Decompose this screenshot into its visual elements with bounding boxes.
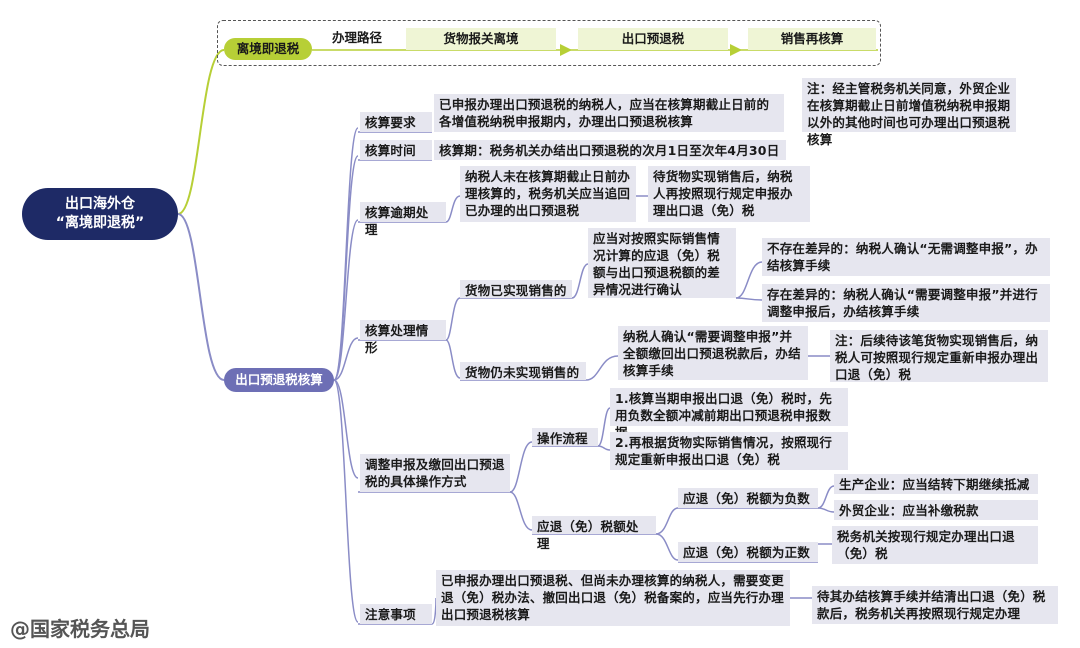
amount-label: 应退（免）税额处理 — [532, 516, 656, 551]
unsold-note: 注：后续待该笔货物实现销售后，纳税人可按照现行规定重新申报办理出口退（免）税 — [830, 330, 1048, 382]
sold-label: 货物已实现销售的 — [460, 280, 572, 298]
flow-step2: 2.再根据货物实际销售情况，按照现行规定重新申报出口退（免）税 — [610, 432, 848, 470]
root-title-line1: 出口海外仓 — [65, 196, 135, 212]
branch-departure-refund: 离境即退税 — [224, 38, 312, 60]
root-title-line2: “离境即退税” — [55, 215, 145, 231]
cases-label: 核算处理情形 — [360, 320, 446, 355]
flow-label: 操作流程 — [532, 428, 598, 446]
notes-text1: 已申报办理出口预退税、但尚未办理核算的纳税人，需要变更退（免）税办法、撤回出口退… — [436, 570, 790, 626]
root-node: 出口海外仓 “离境即退税” — [22, 188, 178, 240]
time-text: 核算期：税务机关办结出口预退税的次月1日至次年4月30日 — [434, 140, 786, 160]
req-text: 已申报办理出口预退税的纳税人，应当在核算期截止日前的各增值税纳税申报期内，办理出… — [434, 94, 784, 132]
path-label: 办理路径 — [332, 30, 383, 45]
green-branch-frame — [217, 20, 881, 66]
unsold-label: 货物仍未实现销售的 — [460, 362, 586, 380]
overdue-label: 核算逾期处理 — [360, 202, 446, 237]
flow-step1: 1.核算当期申报出口退（免）税时，先用负数全额冲减前期出口预退税申报数据 — [610, 388, 848, 440]
positive-label: 应退（免）税额为正数 — [678, 542, 818, 562]
adjust-label: 调整申报及缴回出口预退税的具体操作方式 — [360, 454, 510, 492]
notes-text2: 待其办结核算手续并结清出口退（免）税款后，税务机关再按照现行规定办理 — [812, 586, 1058, 624]
overdue-text1: 纳税人未在核算期截止日前办理核算的，税务机关应当追回已办理的出口预退税 — [460, 166, 636, 222]
req-note: 注：经主管税务机关同意，外贸企业在核算期截止日前增值税纳税申报期以外的其他时间也… — [802, 78, 1016, 147]
step-customs-departure: 货物报关离境 — [406, 28, 556, 50]
sold-text: 应当对按照实际销售情况计算的应退（免）税额与出口预退税额的差异情况进行确认 — [588, 228, 736, 298]
branch-pre-refund-accounting: 出口预退税核算 — [224, 368, 334, 392]
step-pre-refund: 出口预退税 — [578, 28, 728, 50]
negative-prod: 生产企业：应当结转下期继续抵减 — [834, 474, 1038, 494]
negative-label: 应退（免）税额为负数 — [678, 488, 818, 508]
positive-text: 税务机关按现行规定办理出口退（免）税 — [832, 526, 1038, 564]
notes-label: 注意事项 — [360, 604, 432, 624]
sold-diff: 存在差异的：纳税人确认“需要调整申报”并进行调整申报后，办结核算手续 — [762, 284, 1050, 322]
negative-trade: 外贸企业：应当补缴税款 — [834, 500, 1038, 520]
unsold-text: 纳税人确认“需要调整申报”并全额缴回出口预退税款后，办结核算手续 — [618, 326, 808, 380]
sold-no-diff: 不存在差异的：纳税人确认“无需调整申报”，办结核算手续 — [762, 238, 1050, 276]
time-label: 核算时间 — [360, 140, 432, 160]
watermark: @国家税务总局 — [10, 617, 150, 641]
req-label: 核算要求 — [360, 112, 432, 132]
step-sales-recalc: 销售再核算 — [748, 28, 876, 50]
overdue-text2: 待货物实现销售后，纳税人再按照现行规定申报办理出口退（免）税 — [648, 166, 810, 222]
